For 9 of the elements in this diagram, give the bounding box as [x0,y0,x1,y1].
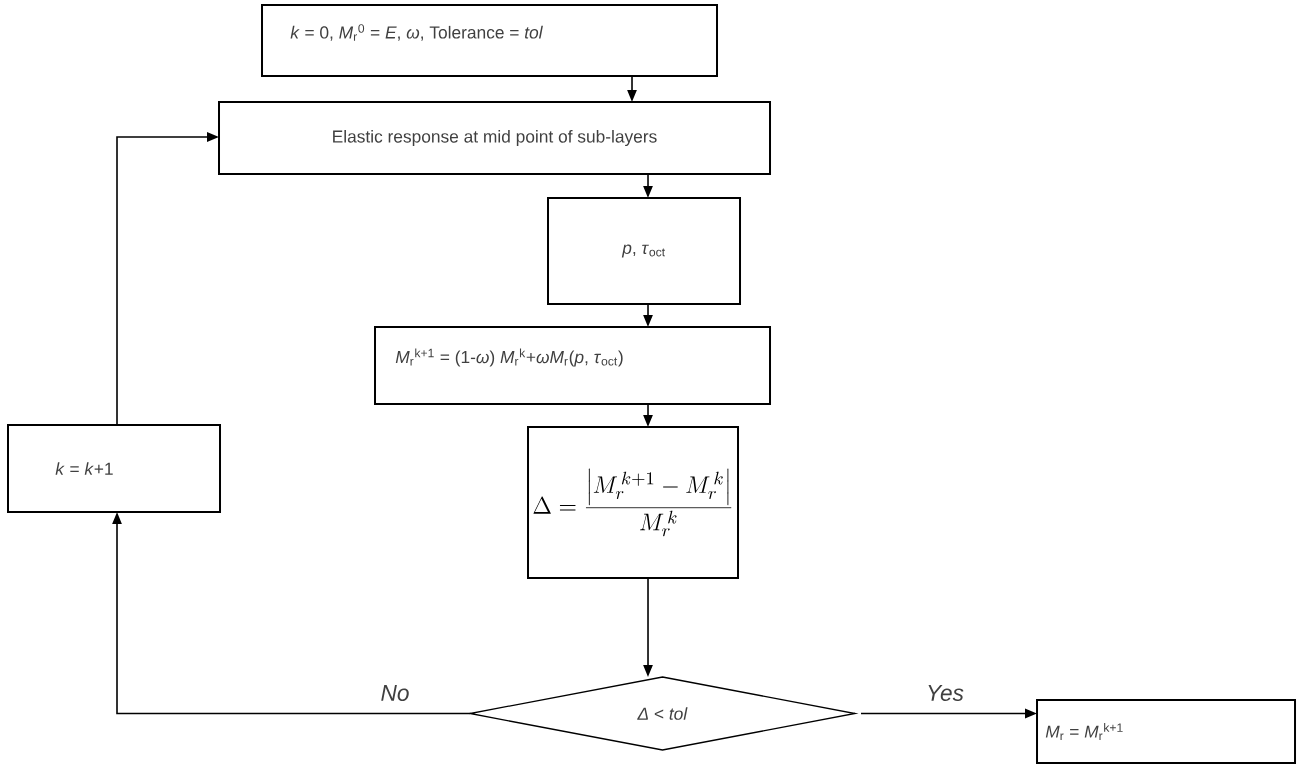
edge-label: No [381,685,409,701]
process-box: k = k+1 [7,424,221,513]
process-box: k = 0, M$_{r}$$^{0}$ = E, ω, Tolerance = tol [261,4,718,77]
process-box: M$_{r}$ = M$_{r}$k+1 [1036,699,1296,764]
edge-label: Yes [928,685,964,701]
process-box: p, τ$_{oct}$ [547,197,741,305]
process-box: Elastic response at mid point of sub-layers [218,101,771,175]
process-box: M$_{r}$$^{k+1}$ = (1-ω) M$_{r}$$^{k}$+ωM$_{r}$(p, τ$_{oct}$) [374,326,771,405]
process-box: $\Delta = \frac{\left|M_r^{\,k+1} - M_r^{\,k}\right|}{M_r^{\,k}}$ [527,426,739,579]
